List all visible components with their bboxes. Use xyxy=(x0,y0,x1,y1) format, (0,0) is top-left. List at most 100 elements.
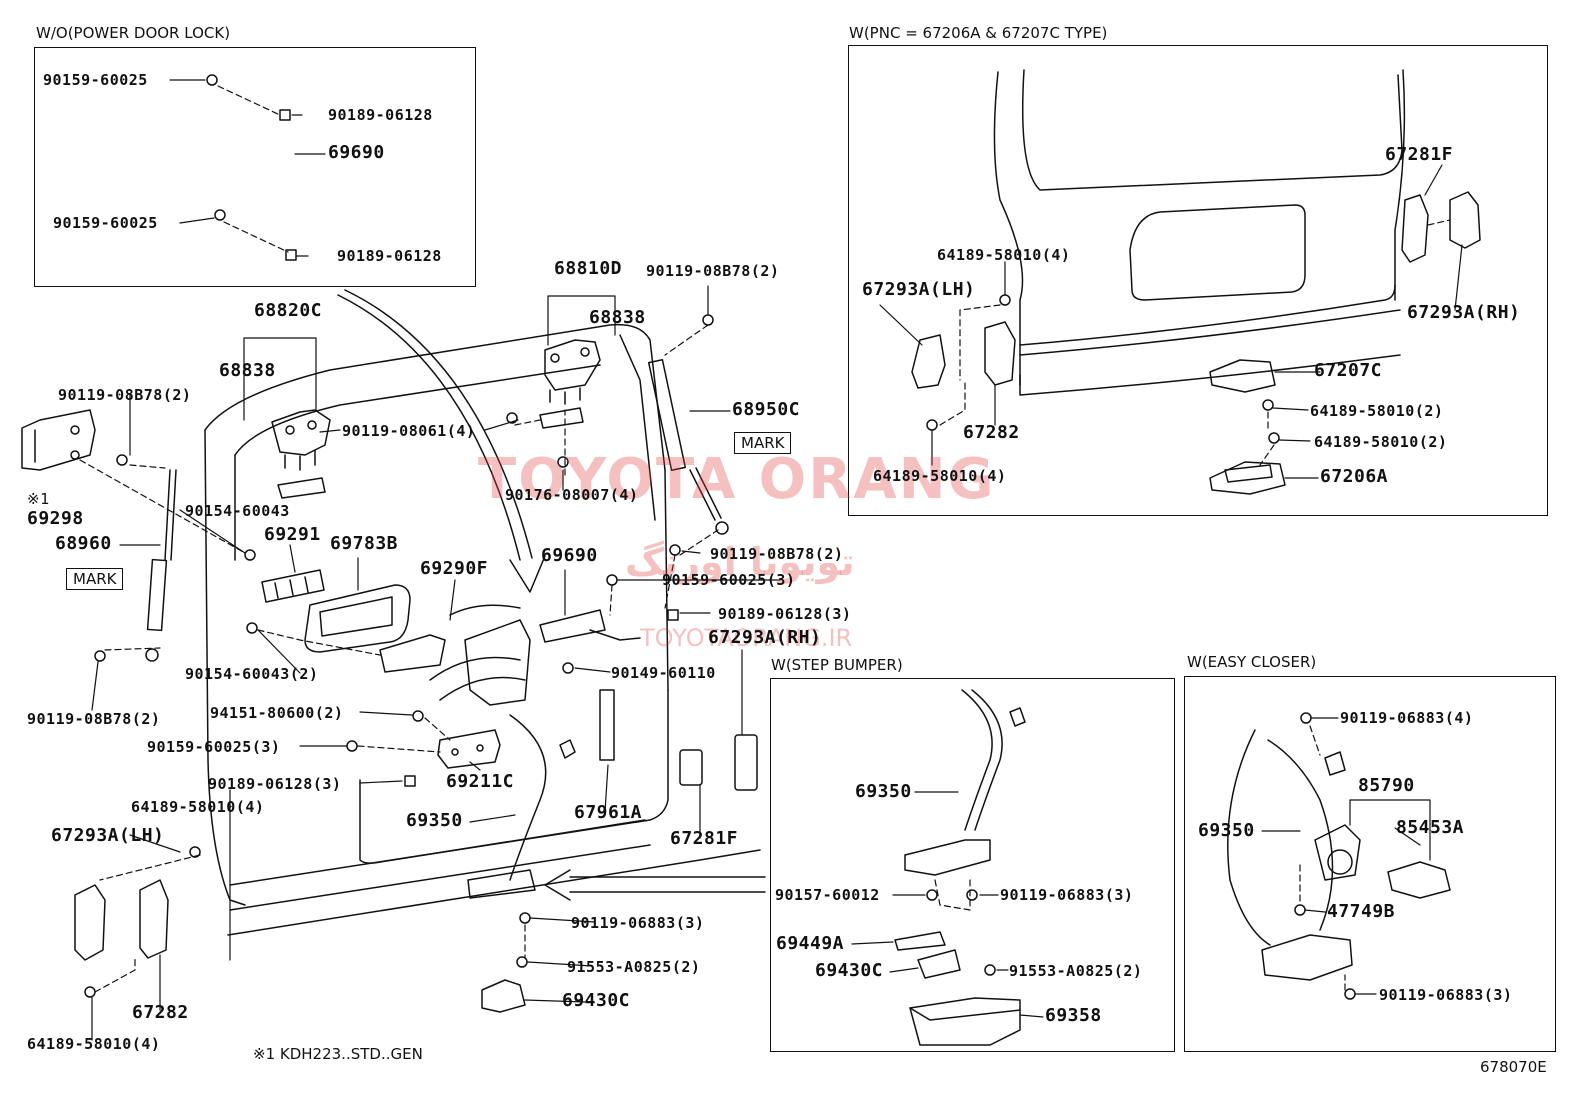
part-label: 90119-08B78(2) xyxy=(58,386,192,404)
part-label: 67282 xyxy=(963,422,1020,443)
part-label: 90159-60025(3) xyxy=(147,738,281,756)
easy-closer-parts xyxy=(1227,729,1451,981)
part-label: 68838 xyxy=(589,307,646,328)
watermark-persian: تویوتا اورنگ xyxy=(625,540,855,584)
part-label: 90157-60012 xyxy=(775,886,880,904)
part-label: 90159-60025 xyxy=(53,214,158,232)
part-label: 90119-08B78(2) xyxy=(710,545,844,563)
closer-69430C-main xyxy=(481,979,526,1013)
part-label: 90119-08B78(2) xyxy=(646,262,780,280)
part-label-note-marker: ※1 xyxy=(27,490,50,508)
part-label: 90119-06883(4) xyxy=(1340,709,1474,727)
fasteners-main xyxy=(84,74,714,998)
arrow-to-lock xyxy=(337,289,546,593)
part-label: 90189-06128(3) xyxy=(208,775,342,793)
part-label: 69430C xyxy=(815,960,884,981)
part-label: 69298 xyxy=(27,508,84,529)
part-label: 67961A xyxy=(574,802,643,823)
part-label: 69290F xyxy=(420,558,489,579)
pnc-parts xyxy=(911,191,1481,495)
easy-closer-leaders xyxy=(1261,717,1431,995)
part-label: 90119-06883(3) xyxy=(1379,986,1513,1004)
part-label: 69358 xyxy=(1045,1005,1102,1026)
part-label: 90159-60025(3) xyxy=(662,571,796,589)
part-label: 69211C xyxy=(446,771,515,792)
strut-68950C xyxy=(647,358,729,535)
part-label: 90119-08061(4) xyxy=(342,422,476,440)
pnc-door-drawing xyxy=(993,69,1406,396)
watermark-brand: TOYOTA ORANG xyxy=(478,447,996,512)
part-label: 68838 xyxy=(219,360,276,381)
part-label: 90189-06128(3) xyxy=(718,605,852,623)
part-label: 47749B xyxy=(1327,901,1396,922)
part-label: 94151-80600(2) xyxy=(210,704,344,722)
hinge-68820C xyxy=(271,409,331,499)
part-label: 69783B xyxy=(330,533,399,554)
back-door-outline xyxy=(204,323,761,936)
part-label: 90159-60025 xyxy=(43,71,148,89)
part-label: 64189-58010(4) xyxy=(937,246,1071,264)
part-label: 64189-58010(2) xyxy=(1314,433,1448,451)
section-caption-wo-power-door-lock: W/O(POWER DOOR LOCK) xyxy=(36,24,231,42)
bracket-69298 xyxy=(21,409,96,471)
inset-box-wo-power-door-lock xyxy=(34,47,476,287)
step-bumper-parts xyxy=(894,689,1026,1046)
part-label: 67206A xyxy=(1320,466,1389,487)
easy-closer-fasteners xyxy=(1294,712,1356,1000)
arrow-from-step-bumper xyxy=(544,869,766,901)
part-label: 67207C xyxy=(1314,360,1383,381)
easy-closer-dashed xyxy=(1299,725,1346,991)
pad-69291 xyxy=(261,569,325,603)
step-bumper-dashed xyxy=(934,879,971,911)
part-label: 67282 xyxy=(132,1002,189,1023)
inset-box-pnc xyxy=(848,45,1548,516)
part-label: 90119-06883(3) xyxy=(1000,886,1134,904)
part-label: 69449A xyxy=(776,933,845,954)
part-label: 69350 xyxy=(1198,820,1255,841)
pnc-leaders xyxy=(879,164,1463,479)
wire-69350-main xyxy=(467,714,576,899)
part-label: 68950C xyxy=(732,399,801,420)
dashed-lines-main xyxy=(79,85,719,993)
part-label: 68820C xyxy=(254,300,323,321)
part-label: 90149-60110 xyxy=(611,664,716,682)
part-label: 64189-58010(2) xyxy=(1310,402,1444,420)
part-label: 64189-58010(4) xyxy=(873,467,1007,485)
pnc-dashed xyxy=(939,219,1451,466)
part-label: 90154-60043(2) xyxy=(185,665,319,683)
part-label: 90189-06128 xyxy=(337,247,442,265)
handle-69783B xyxy=(304,584,411,653)
part-label: 91553-A0825(2) xyxy=(1009,962,1143,980)
part-label: 69350 xyxy=(855,781,912,802)
strut-68960 xyxy=(145,469,177,662)
watermark-site: TOYOTAORANG.IR xyxy=(640,624,853,652)
section-caption-step-bumper: W(STEP BUMPER) xyxy=(771,656,903,674)
part-label: 69291 xyxy=(264,524,321,545)
part-label: 64189-58010(4) xyxy=(27,1035,161,1053)
part-label: 64189-58010(4) xyxy=(131,798,265,816)
mark-label: MARK xyxy=(66,568,124,590)
part-label: 69350 xyxy=(406,810,463,831)
part-label: 68810D xyxy=(554,258,623,279)
diagram-code: 678070E xyxy=(1480,1058,1547,1076)
part-label: 67293A(RH) xyxy=(1407,302,1521,323)
part-label: 67281F xyxy=(670,828,739,849)
brackets-lh-main xyxy=(74,879,169,961)
part-label: 90119-06883(3) xyxy=(571,914,705,932)
pnc-fasteners xyxy=(926,294,1280,444)
part-label: 69690 xyxy=(328,142,385,163)
section-caption-pnc: W(PNC = 67206A & 67207C TYPE) xyxy=(849,24,1108,42)
footnote: ※1 KDH223..STD..GEN xyxy=(253,1045,423,1063)
part-label: 90189-06128 xyxy=(328,106,433,124)
part-label: 69690 xyxy=(541,545,598,566)
part-label: 90154-60043 xyxy=(185,502,290,520)
leader-lines-main xyxy=(91,79,781,1041)
bumper-67281F-main xyxy=(679,734,758,791)
step-bumper-leaders xyxy=(851,791,1044,1018)
part-label: 67293A(RH) xyxy=(708,627,822,648)
part-label: 91553-A0825(2) xyxy=(567,958,701,976)
inset-box-step-bumper xyxy=(770,678,1175,1052)
part-label: 67281F xyxy=(1385,144,1454,165)
hinge-68810D xyxy=(539,339,601,429)
